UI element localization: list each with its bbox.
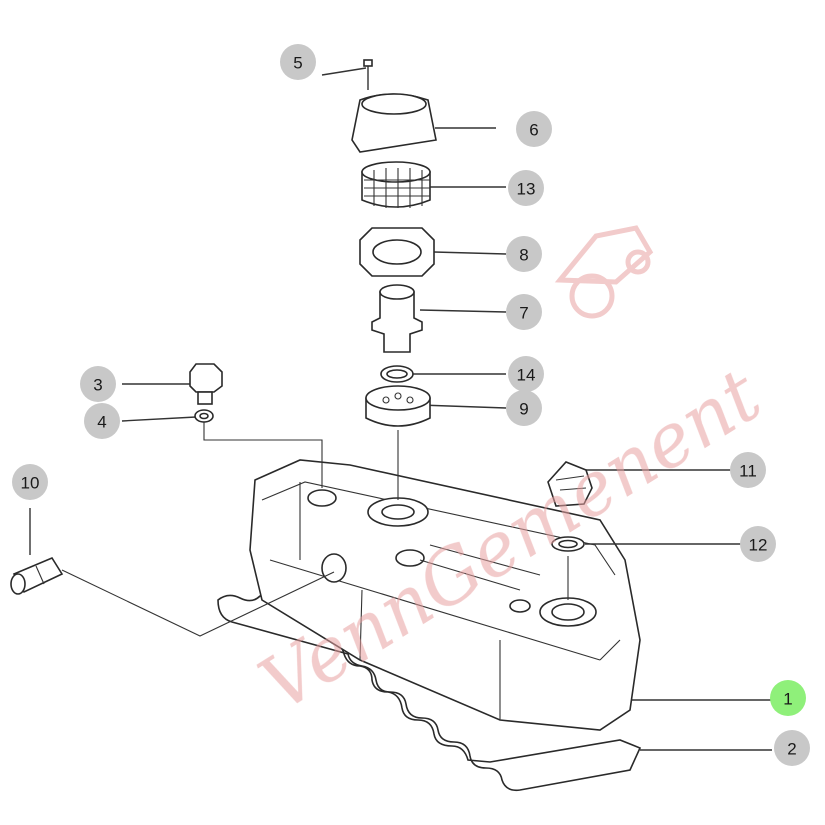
part-sleeve bbox=[10, 556, 64, 595]
part-washer bbox=[194, 409, 214, 423]
callout-label: 11 bbox=[739, 462, 757, 481]
leader-lines bbox=[29, 67, 772, 751]
callout-circle bbox=[516, 111, 552, 147]
callout-circle bbox=[774, 730, 810, 766]
callout-label: 9 bbox=[519, 400, 528, 419]
callout-circle bbox=[84, 403, 120, 439]
callout-3[interactable]: 3 bbox=[80, 366, 116, 402]
callout-label: 13 bbox=[517, 180, 536, 199]
callout-circle bbox=[12, 464, 48, 500]
callout-label: 10 bbox=[21, 474, 40, 493]
callout-13[interactable]: 13 bbox=[508, 170, 544, 206]
callout-label: 7 bbox=[519, 304, 528, 323]
part-plate-gasket bbox=[359, 227, 435, 277]
callout-circle bbox=[506, 390, 542, 426]
callout-2[interactable]: 2 bbox=[774, 730, 810, 766]
part-screw bbox=[363, 59, 373, 90]
callout-9[interactable]: 9 bbox=[506, 390, 542, 426]
callout-10[interactable]: 10 bbox=[12, 464, 48, 500]
callout-circle bbox=[506, 294, 542, 330]
part-breather-tube bbox=[371, 284, 423, 353]
callout-11[interactable]: 11 bbox=[730, 452, 766, 488]
part-seal-ring bbox=[551, 536, 585, 552]
part-breather-cap bbox=[351, 93, 437, 153]
part-gasket bbox=[217, 592, 642, 792]
callout-circle bbox=[80, 366, 116, 402]
callout-4[interactable]: 4 bbox=[84, 403, 120, 439]
part-filter-element bbox=[361, 161, 431, 208]
callout-1[interactable]: 1 bbox=[770, 680, 806, 716]
callout-label: 8 bbox=[519, 246, 528, 265]
callout-5[interactable]: 5 bbox=[280, 44, 316, 80]
callout-label: 12 bbox=[749, 536, 768, 555]
callout-label: 6 bbox=[529, 121, 538, 140]
callout-circle bbox=[740, 526, 776, 562]
callout-label: 1 bbox=[783, 690, 792, 709]
callout-8[interactable]: 8 bbox=[506, 236, 542, 272]
callout-label: 4 bbox=[97, 413, 106, 432]
callout-circle bbox=[508, 356, 544, 392]
callout-label: 14 bbox=[517, 366, 536, 385]
callout-label: 2 bbox=[787, 740, 796, 759]
part-valve-plate bbox=[365, 385, 431, 427]
tractor-icon bbox=[554, 225, 654, 319]
callout-14[interactable]: 14 bbox=[508, 356, 544, 392]
callout-circle bbox=[280, 44, 316, 80]
part-oil-filler-cap bbox=[547, 461, 593, 507]
callout-12[interactable]: 12 bbox=[740, 526, 776, 562]
callout-label: 5 bbox=[293, 54, 302, 73]
part-plug-bolt bbox=[189, 363, 223, 405]
callout-7[interactable]: 7 bbox=[506, 294, 542, 330]
callout-circle bbox=[730, 452, 766, 488]
callout-circle bbox=[506, 236, 542, 272]
part-valve-cover bbox=[249, 459, 641, 731]
callout-circle bbox=[508, 170, 544, 206]
callout-6[interactable]: 6 bbox=[516, 111, 552, 147]
part-o-ring bbox=[380, 365, 414, 383]
callout-label: 3 bbox=[93, 376, 102, 395]
callout-circle bbox=[770, 680, 806, 716]
